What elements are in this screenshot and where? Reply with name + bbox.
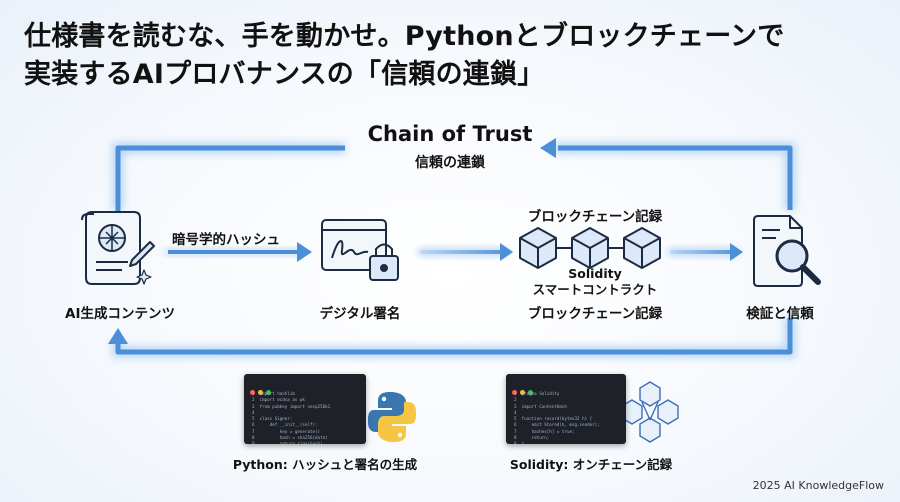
code-line: 5 class Signer: xyxy=(252,416,293,422)
node-label-verify: 検証と信頼 xyxy=(746,306,814,322)
code-line: 3 from pubkey import secp256k1 xyxy=(252,403,331,409)
code-line: 1 pragma Solidity xyxy=(514,391,560,396)
magnifier-document-icon xyxy=(753,215,821,287)
python-panel-caption: Python: ハッシュと署名の生成 xyxy=(232,457,418,472)
loop-subtitle: 信頼の連鎖 xyxy=(415,155,485,171)
blockchain-cubes-icon xyxy=(519,227,661,269)
python-logo-icon xyxy=(368,392,416,442)
signature-lock-icon xyxy=(321,219,399,281)
code-line: 8 hash = sha256(data) xyxy=(252,435,328,441)
solidity-panel-caption: Solidity: オンチェーン記録 xyxy=(509,457,673,472)
code-line: 7 hashes[h] = true; xyxy=(514,428,575,434)
slide-title: 仕様書を読むな、手を動かせ。Pythonとブロックチェーンで 実装するAIプロバ… xyxy=(24,18,884,94)
node-label-ai-content: AI生成コンテンツ xyxy=(65,306,175,322)
node-label-blockchain: ブロックチェーン記録 xyxy=(527,306,663,322)
code-line: 3 import ContentHash xyxy=(514,403,567,409)
loop-arrow-bottom xyxy=(108,318,796,358)
code-line: 9 } xyxy=(514,441,525,444)
node-label-solidity-contract: Solidity スマートコントラクト xyxy=(505,266,685,298)
code-line: 2 import ecdsa as pk xyxy=(252,397,305,403)
title-line-2: 実装するAIプロバナンスの「信頼の連鎖」 xyxy=(24,59,545,90)
code-line: 4 xyxy=(514,409,522,415)
arrow-signature-to-blockchain xyxy=(418,243,513,261)
node-label-signature: デジタル署名 xyxy=(319,306,401,322)
window-dots xyxy=(250,380,274,399)
code-line: 2 xyxy=(514,397,522,403)
arrow-blockchain-to-verify xyxy=(668,243,743,261)
code-line: 6 def __init__(self): xyxy=(252,422,318,428)
arrow-ai-to-signature xyxy=(165,242,312,262)
ai-document-icon xyxy=(81,211,155,285)
code-line: 9 return sign(hash) xyxy=(252,441,323,444)
solidity-network-icon xyxy=(621,381,679,443)
smart-contract-label: スマートコントラクト xyxy=(532,282,658,297)
solidity-label: Solidity xyxy=(568,266,622,281)
footer-credit: 2025 AI KnowledgeFlow xyxy=(752,479,884,492)
code-line: 5 function record(bytes32 h) { xyxy=(514,416,593,422)
code-line: 8 return; xyxy=(514,435,550,441)
code-line: 7 key = generate() xyxy=(252,428,321,434)
window-dots xyxy=(512,380,536,399)
code-line: 1 import hashlib xyxy=(252,391,295,396)
loop-arrow-top xyxy=(112,138,796,212)
code-line: 6 emit Stored(h, msg.sender); xyxy=(514,422,600,428)
loop-title: Chain of Trust xyxy=(367,122,533,146)
title-line-1: 仕様書を読むな、手を動かせ。Pythonとブロックチェーンで xyxy=(24,21,785,52)
code-line: 4 xyxy=(252,409,260,415)
edge-label-hash: 暗号学的ハッシュ xyxy=(172,232,280,248)
node-label-blockchain-top: ブロックチェーン記録 xyxy=(527,209,663,225)
